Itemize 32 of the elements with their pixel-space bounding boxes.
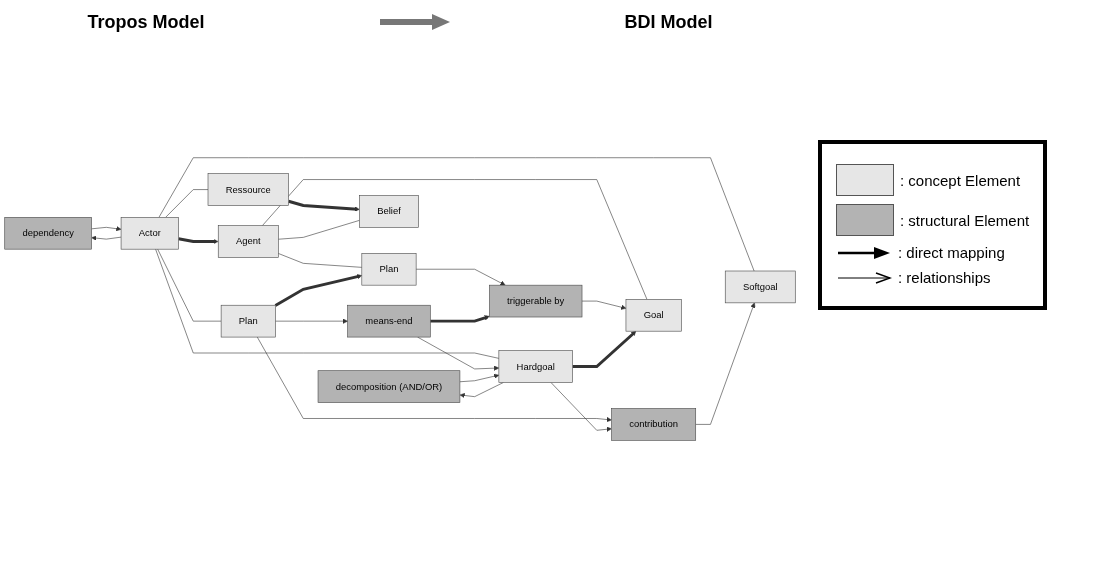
connector [262, 179, 648, 301]
arrow [430, 315, 490, 324]
node-box: dependency [4, 217, 92, 250]
column-heading: Tropos Model [87, 11, 205, 33]
legend-text: : direct mapping [898, 244, 1005, 261]
node-box: triggerable by [489, 285, 583, 318]
arrow [572, 331, 637, 369]
legend-text: : relationships [898, 269, 991, 286]
node-box: Softgoal [724, 271, 796, 304]
connector [278, 220, 360, 240]
node-box: contribution [611, 408, 697, 442]
arrow [288, 200, 360, 213]
connector [157, 249, 222, 322]
node-box: Plan [361, 253, 417, 286]
connector [165, 189, 209, 219]
node-box: means-end [347, 305, 431, 338]
arrow [274, 274, 363, 308]
node-box: Plan [220, 305, 276, 338]
node-box: Ressource [207, 173, 289, 207]
node-box: Actor [120, 217, 179, 250]
node-box: decomposition (AND/OR) [317, 370, 461, 404]
node-box: Agent [217, 225, 279, 259]
column-heading: BDI Model [624, 11, 713, 33]
arrow [178, 237, 219, 245]
node-box: Goal [625, 299, 682, 332]
connector [158, 157, 755, 272]
connector [278, 253, 363, 269]
node-box: Hardgoal [498, 350, 573, 384]
legend-text: : concept Element [900, 171, 1021, 189]
legend-text: : structural Element [900, 211, 1030, 229]
node-box: Belief [359, 195, 419, 229]
connector [155, 249, 500, 360]
